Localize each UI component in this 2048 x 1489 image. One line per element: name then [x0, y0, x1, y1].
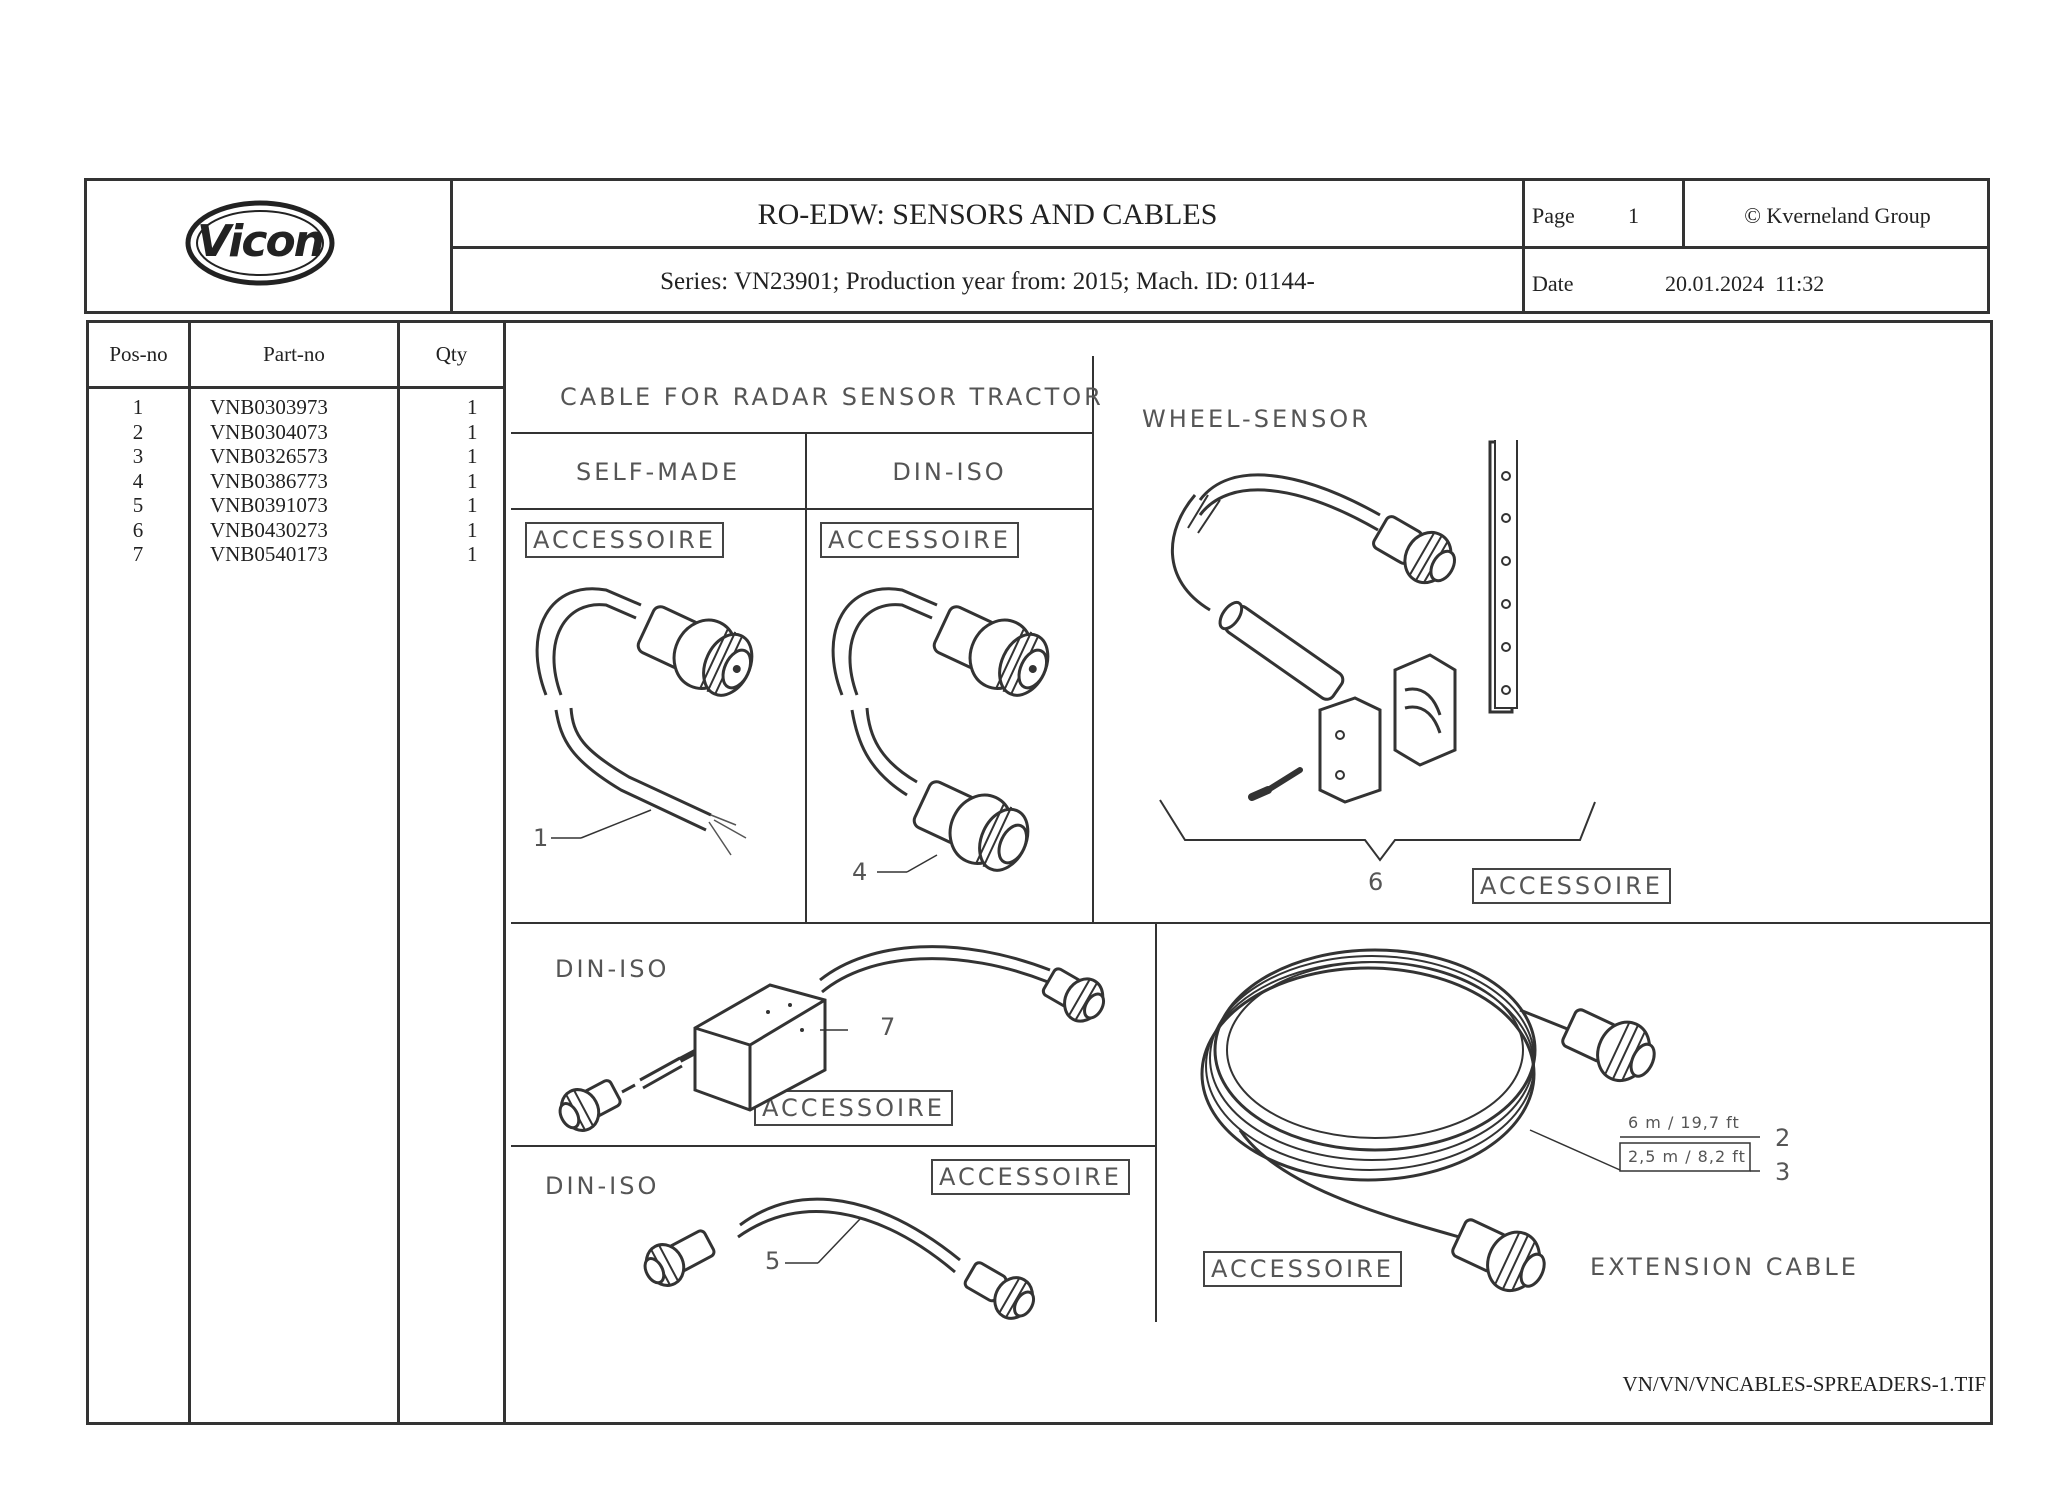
- wheel-sensor-illustration: 6: [1150, 437, 1630, 910]
- self-made-label: SELF-MADE: [575, 458, 740, 486]
- row-pos: 4: [132, 468, 144, 493]
- file-reference: VN/VN/VNCABLES-SPREADERS-1.TIF: [1622, 1372, 1986, 1396]
- din-iso-cable-illustration: 4: [807, 570, 1092, 890]
- copyright: © Kverneland Group: [1744, 203, 1931, 228]
- row-qty: 1: [467, 395, 478, 419]
- grid-lower-vertical: [1155, 922, 1157, 1322]
- grid-selfmade-divider: [805, 434, 807, 922]
- row-pos: 7: [132, 542, 144, 566]
- parts-header-qty: Qty: [435, 342, 468, 366]
- din-iso-label-top: DIN-ISO: [892, 458, 1007, 486]
- row-part: VNB0391073: [210, 493, 328, 517]
- radar-cable-title: CABLE FOR RADAR SENSOR TRACTOR: [560, 383, 1104, 411]
- grid-subhead-bottom: [511, 508, 1094, 510]
- table-row: 1 VNB0303973 1: [89, 395, 503, 420]
- table-row: 5 VNB0391073 1: [89, 493, 503, 518]
- header-divider-copyright: [1682, 178, 1685, 246]
- splitter-box-illustration: 7: [540, 930, 1140, 1140]
- row-qty: 1: [467, 419, 478, 444]
- row-qty: 1: [467, 517, 478, 542]
- extension-cable-illustration: 6 m / 19,7 ft 2,5 m / 8,2 ft 2 3: [1200, 930, 1900, 1315]
- length-25m-label: 2,5 m / 8,2 ft: [1628, 1147, 1746, 1166]
- accessoire-tag-diniso: ACCESSOIRE: [820, 522, 1019, 558]
- row-pos: 1: [132, 395, 144, 419]
- length-6m-label: 6 m / 19,7 ft: [1628, 1113, 1740, 1132]
- row-part: VNB0540173: [210, 542, 328, 566]
- row-pos: 2: [132, 419, 144, 444]
- accessoire-tag-wheel: ACCESSOIRE: [1472, 868, 1671, 904]
- date-label: Date: [1532, 271, 1574, 296]
- parts-header-part: Part-no: [263, 342, 325, 366]
- callout-4: 4: [852, 858, 871, 886]
- parts-rows: 1 VNB0303973 1 2 VNB0304073 1 3 VNB03265…: [89, 395, 503, 567]
- row-part: VNB0304073: [210, 419, 328, 444]
- callout-2: 2: [1775, 1124, 1794, 1152]
- grid-radar-right: [1092, 356, 1094, 922]
- table-row: 7 VNB0540173 1: [89, 542, 503, 567]
- parts-col-divider-2: [397, 320, 400, 1425]
- parts-col-divider-1: [188, 320, 191, 1425]
- accessoire-tag-din-cable: ACCESSOIRE: [931, 1159, 1130, 1195]
- din-iso-label-low: DIN-ISO: [545, 1172, 660, 1200]
- parts-header-pos: Pos-no: [109, 342, 168, 366]
- grid-mid-horizontal: [511, 922, 1991, 924]
- row-pos: 3: [132, 444, 144, 468]
- wheel-sensor-label: WHEEL-SENSOR: [1142, 405, 1371, 433]
- logo-text: Vicon: [197, 216, 325, 267]
- grid-radar-title-bottom: [511, 432, 1094, 434]
- row-pos: 6: [132, 517, 144, 542]
- row-part: VNB0386773: [210, 468, 328, 493]
- row-part: VNB0430273: [210, 517, 328, 542]
- row-qty: 1: [467, 542, 478, 566]
- table-row: 2 VNB0304073 1: [89, 420, 503, 445]
- drawing-frame: [503, 320, 1993, 1425]
- din-iso-label-mid: DIN-ISO: [555, 955, 670, 983]
- row-qty: 1: [467, 493, 478, 517]
- accessoire-tag-splitter: ACCESSOIRE: [754, 1090, 953, 1126]
- table-row: 6 VNB0430273 1: [89, 518, 503, 543]
- row-qty: 1: [467, 468, 478, 493]
- callout-6: 6: [1368, 868, 1387, 896]
- extension-cable-label: EXTENSION CABLE: [1590, 1253, 1859, 1281]
- callout-3: 3: [1775, 1158, 1794, 1186]
- callout-1: 1: [533, 824, 552, 852]
- row-part: VNB0303973: [210, 395, 328, 419]
- vicon-logo: Vicon: [185, 200, 335, 286]
- din-iso-short-cable-illustration: 5: [620, 1185, 1060, 1320]
- page-number: 1: [1628, 203, 1639, 228]
- page-title: RO-EDW: SENSORS AND CABLES: [757, 198, 1218, 231]
- accessoire-tag-extension: ACCESSOIRE: [1203, 1251, 1402, 1287]
- row-qty: 1: [467, 444, 478, 468]
- table-row: 3 VNB0326573 1: [89, 444, 503, 469]
- callout-7: 7: [880, 1013, 899, 1041]
- row-part: VNB0326573: [210, 444, 328, 468]
- header-horizontal-divider: [450, 246, 1990, 249]
- parts-header-divider: [86, 386, 506, 389]
- table-row: 4 VNB0386773 1: [89, 469, 503, 494]
- accessoire-tag-selfmade: ACCESSOIRE: [525, 522, 724, 558]
- date-value: 20.01.2024 11:32: [1665, 271, 1825, 296]
- row-pos: 5: [132, 493, 144, 517]
- callout-5: 5: [765, 1247, 784, 1275]
- self-made-cable-illustration: 1: [511, 570, 805, 870]
- page-label: Page: [1532, 203, 1575, 228]
- series-line: Series: VN23901; Production year from: 2…: [660, 268, 1315, 295]
- grid-lower-horizontal: [511, 1145, 1155, 1147]
